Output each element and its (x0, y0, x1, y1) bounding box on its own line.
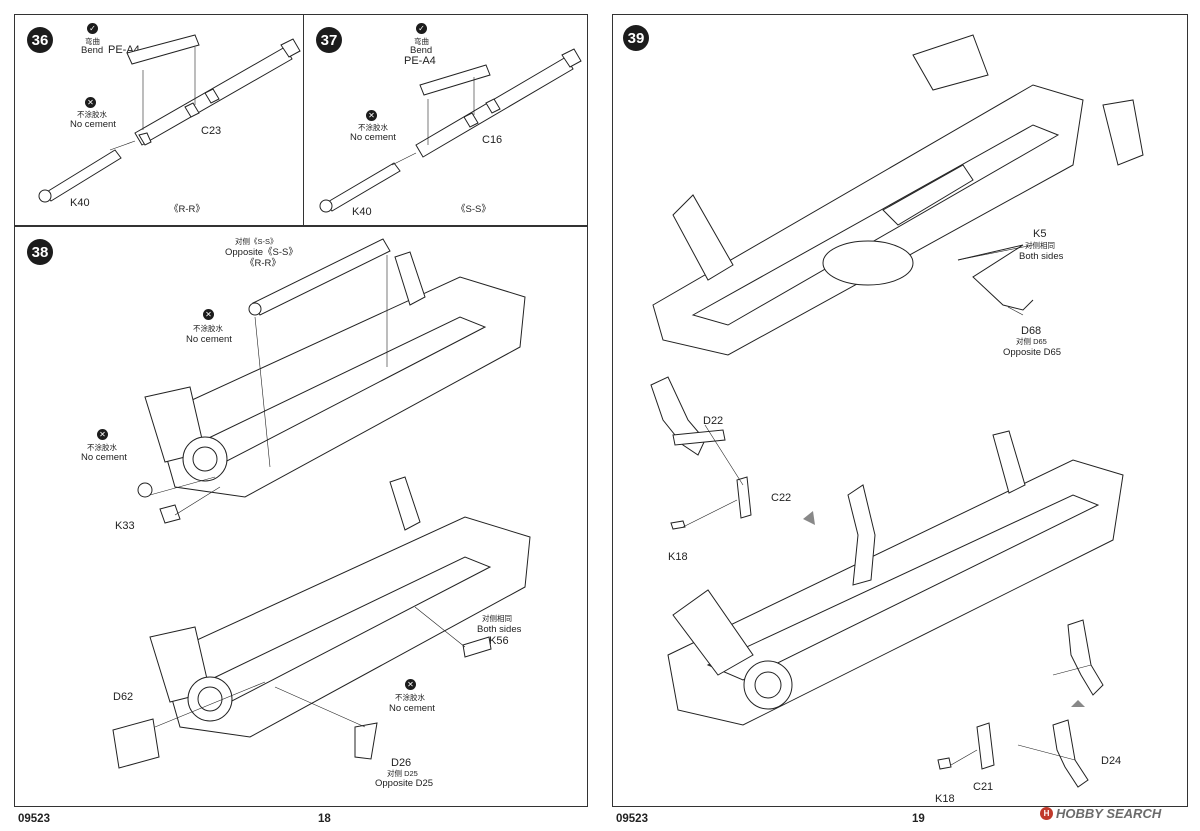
footer-right-code: 09523 (616, 813, 648, 825)
no-cement-icon: ✕ (405, 679, 416, 690)
part-label-barrel: C16 (482, 134, 503, 146)
part-label-d68: D68 (1021, 325, 1042, 337)
opposite-label-en: Opposite《S-S》 (225, 247, 298, 258)
step-37-number: 37 (316, 27, 342, 53)
part-label-k18: K18 (668, 551, 688, 563)
no-cement-label-cn: 不涂胶水 (87, 443, 117, 452)
part-label-rod: K40 (70, 197, 90, 209)
no-cement-label-cn: 不涂胶水 (395, 693, 425, 702)
part-label-k33: K33 (115, 520, 135, 532)
section-label: 《R-R》 (245, 258, 281, 269)
opposite-label-cn: 对侧《S-S》 (235, 237, 278, 246)
step-38-panel: 38 对侧《S-S》 Opposite《S-S》 《R-R》 ✕ 不涂胶水 No… (14, 226, 588, 807)
part-label-c22: C22 (771, 492, 792, 504)
bend-label-en: Bend (81, 45, 104, 56)
step-39-number: 39 (623, 25, 649, 51)
step-38-drawing (15, 227, 589, 808)
step-39-drawing (613, 15, 1189, 808)
step-39-panel: 39 K5 对侧相同 Both sides D68 对侧 D65 Opposit… (612, 14, 1188, 807)
no-cement-label-cn: 不涂胶水 (193, 324, 223, 333)
no-cement-icon: ✕ (203, 309, 214, 320)
no-cement-label-en: No cement (70, 119, 116, 130)
opposite-d65-label-en: Opposite D65 (1003, 347, 1062, 358)
step-38-number: 38 (27, 239, 53, 265)
bend-label-cn: 弯曲 (414, 37, 429, 46)
no-cement-label-en: No cement (389, 703, 435, 714)
no-cement-icon: ✕ (85, 97, 96, 108)
part-label-d24: D24 (1101, 755, 1122, 767)
bend-label-en: Bend (410, 45, 433, 56)
both-sides-label-en: Both sides (1019, 251, 1064, 262)
opposite-d65-label-cn: 对侧 D65 (1016, 337, 1047, 346)
opposite-d25-label-cn: 对侧 D25 (387, 769, 418, 778)
bend-icon: ✓ (416, 23, 427, 34)
watermark-text: HOBBY SEARCH (1056, 806, 1162, 821)
part-label-c21: C21 (973, 781, 994, 793)
no-cement-label-en: No cement (186, 334, 232, 345)
bend-label-cn: 弯曲 (85, 37, 100, 46)
part-label-k5: K5 (1033, 228, 1047, 240)
part-label-d22: D22 (703, 415, 724, 427)
no-cement-label-en: No cement (350, 132, 396, 143)
step-36-panel: 36 ✓ 弯曲 Bend PE-A4 ✕ 不涂胶水 No cement C23 … (14, 14, 304, 226)
no-cement-label-cn: 不涂胶水 (358, 123, 388, 132)
photo-etch-part-label: PE-A4 (404, 55, 436, 67)
no-cement-icon: ✕ (366, 110, 377, 121)
opposite-d25-label-en: Opposite D25 (375, 778, 434, 789)
bend-icon: ✓ (87, 23, 98, 34)
part-label-d62: D62 (113, 691, 134, 703)
part-label-d26: D26 (391, 757, 412, 769)
step-36-number: 36 (27, 27, 53, 53)
part-label-k18: K18 (935, 793, 955, 805)
footer-right-page: 19 (912, 813, 925, 825)
footer-left-page: 18 (318, 813, 331, 825)
no-cement-label-en: No cement (81, 452, 127, 463)
both-sides-label-cn: 对侧相同 (1025, 241, 1055, 250)
part-label-rod: K40 (352, 206, 372, 218)
section-label: 《S-S》 (456, 204, 491, 215)
part-label-barrel: C23 (201, 125, 222, 137)
step-37-panel: 37 ✓ 弯曲 Bend PE-A4 ✕ 不涂胶水 No cement C16 … (303, 14, 588, 226)
step-36-drawing (15, 15, 305, 227)
step-37-drawing (304, 15, 589, 227)
watermark-logo-icon: H (1040, 807, 1053, 820)
no-cement-label-cn: 不涂胶水 (77, 110, 107, 119)
no-cement-icon: ✕ (97, 429, 108, 440)
assembly-arrow-icon (803, 511, 1085, 707)
footer-left-code: 09523 (18, 813, 50, 825)
both-sides-label-cn: 对侧相同 (482, 614, 512, 623)
section-label: 《R-R》 (169, 204, 205, 215)
part-label-k56: K56 (489, 635, 509, 647)
both-sides-label-en: Both sides (477, 624, 522, 635)
watermark: H HOBBY SEARCH (1040, 806, 1161, 821)
